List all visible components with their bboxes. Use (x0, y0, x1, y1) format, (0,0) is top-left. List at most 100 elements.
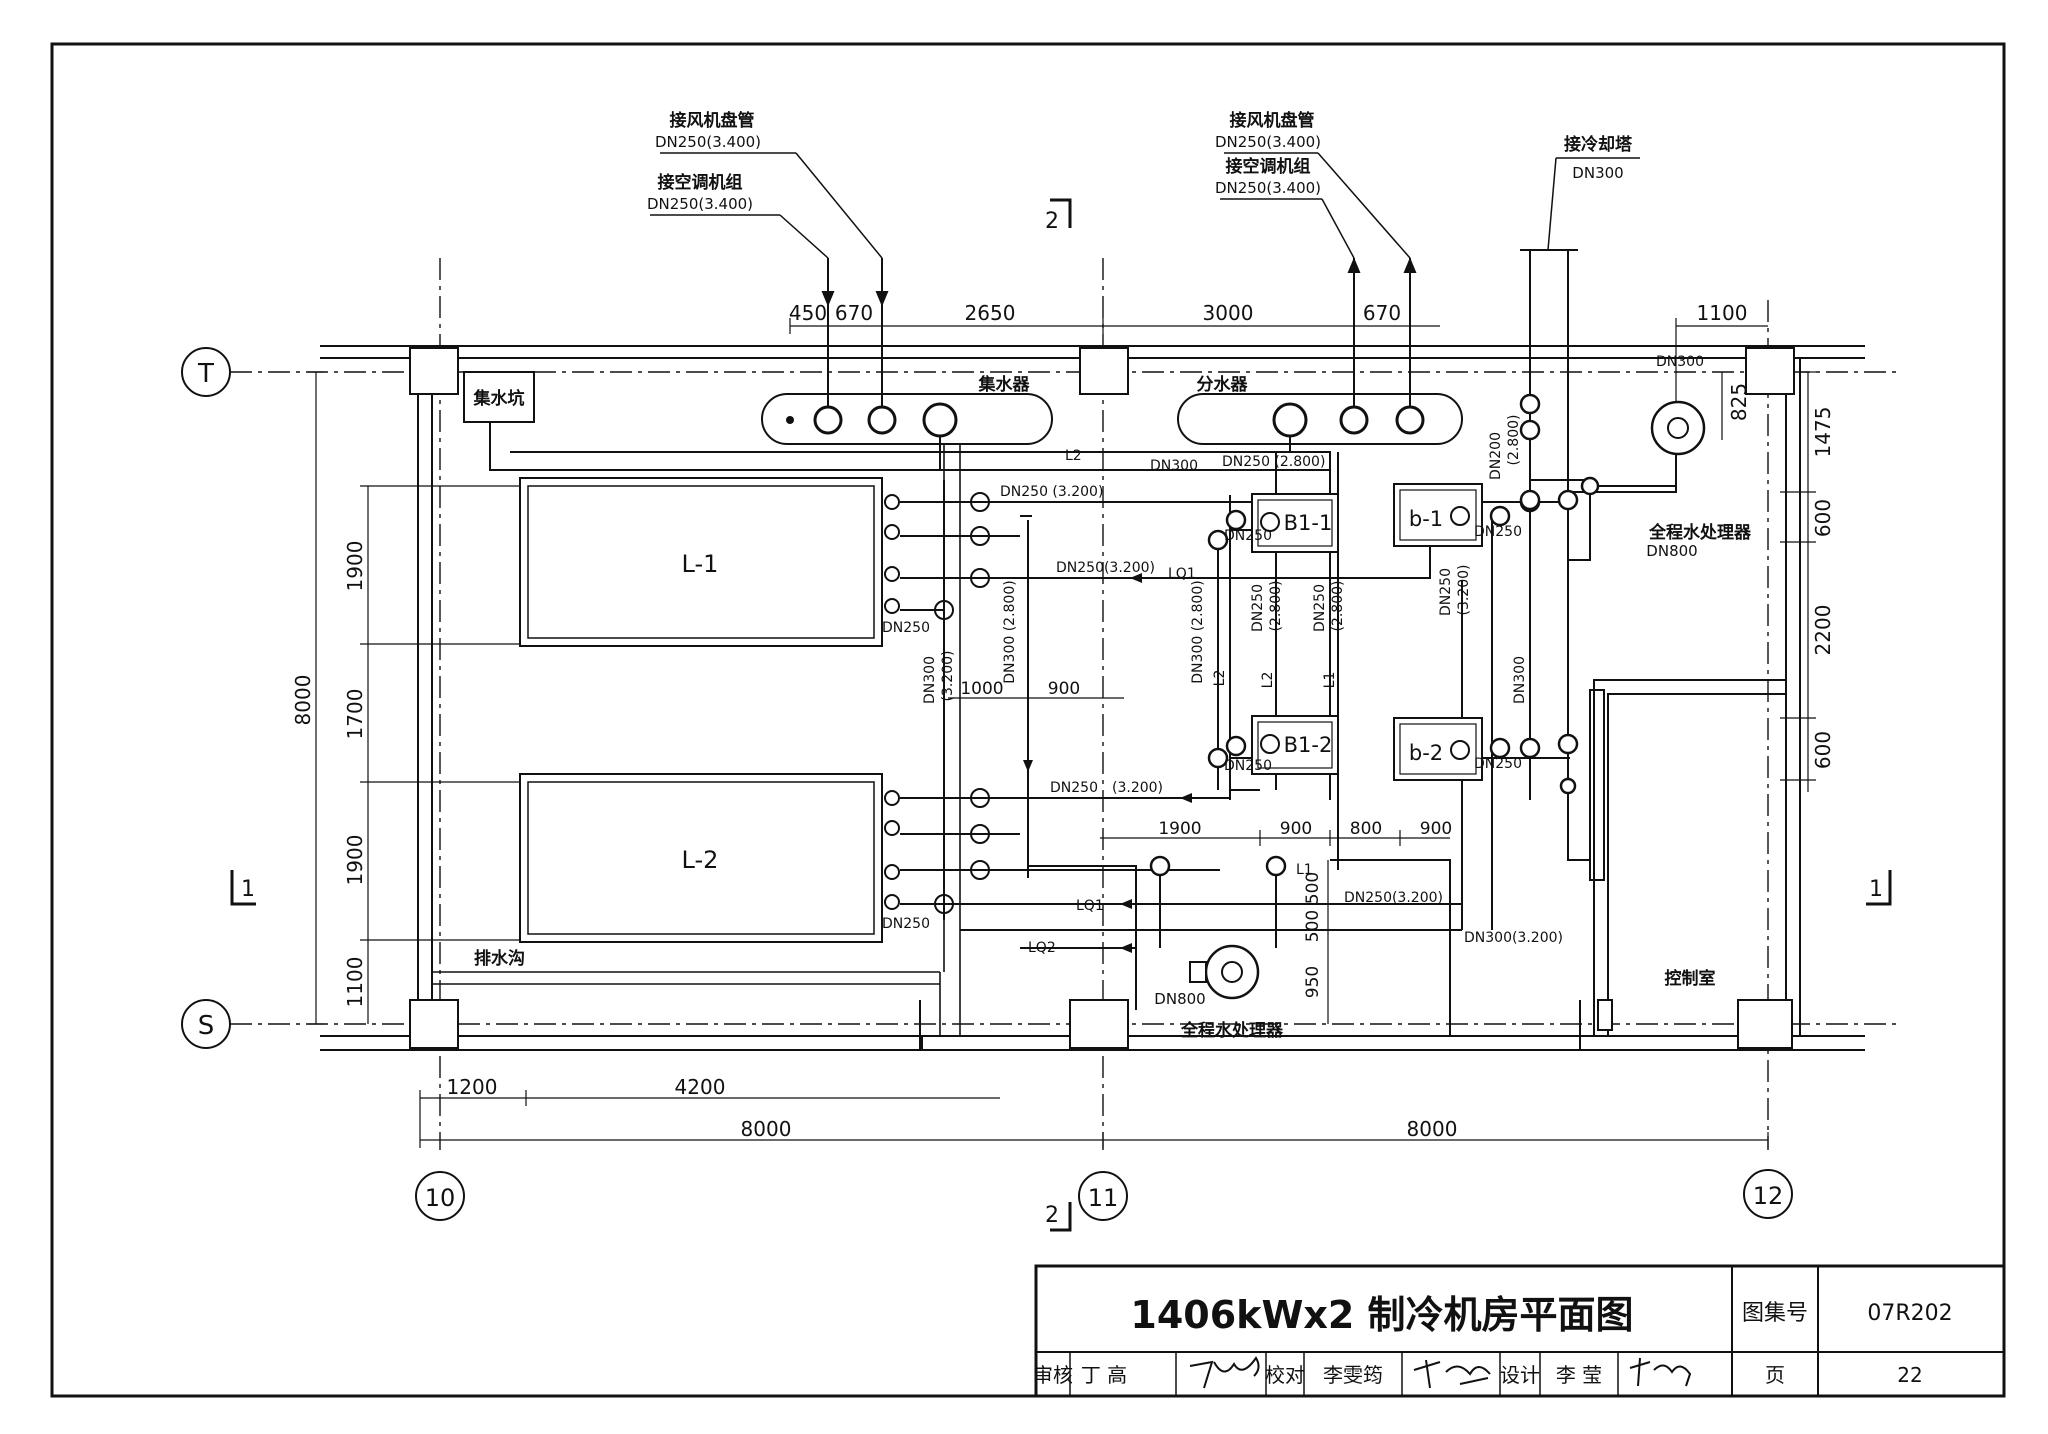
check-label: 校对 (1265, 1363, 1305, 1387)
pipe-label: (3.200) (1456, 564, 1472, 615)
dim-text: 500 (1303, 910, 1323, 942)
pipe-label: DN250 (882, 916, 930, 932)
dim-text: 1900 (343, 835, 367, 886)
treater-spec: DN800 (1646, 542, 1697, 560)
axis-bubble-10: 10 (415, 1171, 465, 1221)
page-label: 页 (1765, 1363, 1785, 1387)
callout-fan-coil-right: 接风机盘管 (1230, 110, 1315, 131)
pipe-labels: DN300 L2 DN250 (2.800) DN300 DN200 (2.80… (882, 354, 1704, 956)
pipe-label: (2.800) (1506, 414, 1522, 465)
axis-bubble-T: T (181, 347, 231, 397)
collector-label: 集水器 (978, 374, 1031, 395)
pipe-label: L2 (1260, 672, 1276, 689)
riser-arrows (821, 249, 1578, 800)
callout-right: 接风机盘管 DN250(3.400) 接空调机组 DN250(3.400) (1215, 110, 1411, 259)
callout-ahu-right: 接空调机组 (1226, 156, 1311, 177)
pump-label: B1-2 (1284, 733, 1333, 757)
pipe-label: LQ1 (1168, 566, 1196, 582)
dim-text: 800 (1350, 819, 1382, 839)
drawing-title: 1406kWx2 制冷机房平面图 (1130, 1293, 1633, 1337)
dim-text: 1700 (343, 689, 367, 740)
dim-text: 4200 (675, 1075, 726, 1099)
treater-spec: DN800 (1154, 990, 1205, 1008)
pipe-label: LQ2 (1028, 940, 1056, 956)
callout-ahu-right-spec: DN250(3.400) (1215, 179, 1321, 197)
callout-fan-coil-left-spec: DN250(3.400) (655, 133, 761, 151)
dim-text: 670 (1363, 301, 1401, 325)
water-distributor: 分水器 (1177, 374, 1463, 445)
pump-B1-1: B1-1 (1251, 493, 1339, 553)
axis-bubble-S: S (181, 999, 231, 1049)
treater-label: 全程水处理器 (1648, 522, 1752, 543)
dim-text: 500 (1303, 872, 1323, 904)
callout-fan-coil-right-spec: DN250(3.400) (1215, 133, 1321, 151)
axis-label: 11 (1088, 1184, 1119, 1212)
page-number: 22 (1897, 1363, 1922, 1387)
water-treater-right: 全程水处理器 DN800 (1646, 400, 1752, 560)
section-number: 2 (1045, 209, 1059, 234)
checker-signature (1413, 1359, 1491, 1389)
pipe-label: DN250 (1224, 528, 1272, 544)
dim-text: 1900 (343, 541, 367, 592)
designer-name: 李 莹 (1556, 1363, 1602, 1387)
pipe-label: DN300(3.200) (1464, 930, 1563, 946)
pump-fittings (1149, 393, 1600, 877)
pipe-label: DN300 (2.800) (1002, 580, 1018, 683)
pipe-label: DN300 (2.800) (1190, 580, 1206, 683)
callout-fan-coil-left: 接风机盘管 (670, 110, 755, 131)
pipe-label: (3.200) (940, 650, 956, 701)
pipe-label: L1 (1296, 862, 1313, 878)
pipe-label: (2.800) (1268, 580, 1284, 631)
dim-text: 950 (1303, 966, 1323, 998)
dim-text: 600 (1811, 731, 1835, 769)
pump-B1-2: B1-2 (1251, 715, 1339, 775)
chiller-label: L-2 (682, 846, 719, 874)
section-number: 1 (241, 877, 255, 902)
pipe-label: DN300 (1150, 458, 1198, 474)
dim-text: 8000 (741, 1117, 792, 1141)
treater-label: 全程水处理器 (1180, 1020, 1284, 1041)
control-room-label: 控制室 (1665, 968, 1716, 989)
pipe-label: DN250 (1250, 584, 1266, 632)
title-block: 1406kWx2 制冷机房平面图 图集号 07R202 审核 丁 高 校对 李雯… (1033, 1264, 2006, 1398)
pipe-label: DN250(3.200) (1056, 560, 1155, 576)
piping (489, 422, 1677, 1036)
dim-text: 450 (789, 301, 827, 325)
designer-signature (1629, 1357, 1692, 1387)
section-mark-left: 1 (230, 870, 256, 906)
water-treater-bottom: 全程水处理器 DN800 (1154, 944, 1284, 1041)
dim-text: 1000 (960, 679, 1003, 699)
section-mark-right: 1 (1866, 870, 1892, 906)
pipe-label: LQ1 (1076, 898, 1104, 914)
callout-ahu-left: 接空调机组 (658, 172, 743, 193)
pipe-label: DN250 (882, 620, 930, 636)
pump-b-1: b-1 (1393, 483, 1483, 547)
reviewer-name: 丁 高 (1081, 1363, 1127, 1387)
pump-label: b-2 (1409, 741, 1443, 765)
pipe-label: (2.800) (1330, 580, 1346, 631)
dim-text: 2200 (1811, 605, 1835, 656)
axis-bubble-11: 11 (1078, 1171, 1128, 1221)
sump-pit: 集水坑 (463, 371, 535, 423)
axis-label: 10 (425, 1184, 456, 1212)
pipe-label: DN200 (1488, 432, 1504, 480)
dim-text: 8000 (291, 675, 315, 726)
pipe-label: L2 (1212, 670, 1228, 687)
pipe-label: L2 (1065, 448, 1082, 464)
callout-cooling-tower-spec: DN300 (1572, 164, 1623, 182)
callout-cooling-tower-label: 接冷却塔 (1564, 134, 1633, 155)
pipe-label: DN250 (1438, 568, 1454, 616)
dim-text: 8000 (1407, 1117, 1458, 1141)
pipe-label: DN300 (922, 656, 938, 704)
pipe-label: DN250 (2.800) (1222, 454, 1325, 470)
pipe-label: L1 (1322, 672, 1338, 689)
axis-label: 12 (1753, 1182, 1784, 1210)
checker-name: 李雯筠 (1323, 1363, 1383, 1387)
reviewer-signature (1189, 1356, 1260, 1389)
axis-label: T (197, 359, 214, 389)
dimension-texts: 450 670 2650 3000 670 1100 8000 1900 170… (291, 301, 1835, 1141)
columns (409, 347, 1795, 1049)
pipe-label: DN250 (1050, 780, 1098, 796)
callout-ahu-left-spec: DN250(3.400) (647, 195, 753, 213)
